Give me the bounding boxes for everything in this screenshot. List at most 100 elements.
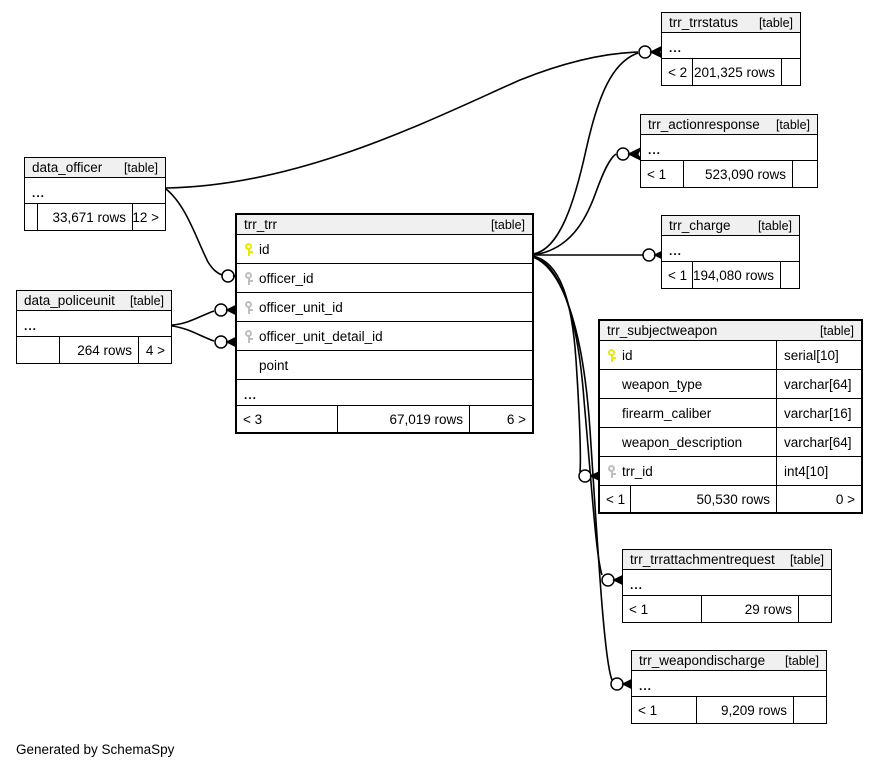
footer-parent-count: < 1 bbox=[647, 166, 667, 182]
footer-child-count: 0 > bbox=[835, 491, 855, 507]
table-header: trr_trrattachmentrequest [table] bbox=[623, 550, 831, 570]
column-row[interactable]: officer_id bbox=[237, 264, 532, 293]
column-row[interactable]: weapon_type varchar[64] bbox=[600, 370, 861, 399]
table-tag: [table] bbox=[819, 323, 854, 338]
column-name: id bbox=[259, 241, 270, 257]
column-row[interactable]: officer_unit_id bbox=[237, 293, 532, 322]
table-footer: 264 rows 4 > bbox=[17, 337, 171, 363]
table-header: trr_trrstatus [table] bbox=[662, 13, 800, 33]
column-name: id bbox=[622, 347, 633, 363]
footer-child-count bbox=[794, 697, 826, 723]
table-tag: [table] bbox=[758, 15, 793, 30]
more-columns-indicator: ... bbox=[25, 178, 165, 204]
table-tag: [table] bbox=[789, 552, 824, 567]
footer-parent-count: < 1 bbox=[638, 702, 658, 718]
column-row[interactable]: weapon_description varchar[64] bbox=[600, 428, 861, 457]
footer-row-count: 9,209 rows bbox=[696, 697, 794, 723]
table-trr_trr[interactable]: trr_trr [table] id officer_id officer_un… bbox=[235, 213, 534, 434]
table-trr_subjectweapon[interactable]: trr_subjectweapon [table] id serial[10] … bbox=[598, 319, 863, 514]
foreign-key-icon bbox=[607, 464, 616, 478]
more-columns-indicator: ... bbox=[641, 135, 817, 161]
column-type: int4[10] bbox=[776, 457, 861, 485]
table-trr_weapondischarge[interactable]: trr_weapondischarge [table] ... < 1 9,20… bbox=[631, 650, 827, 724]
footer-child-count: 12 > bbox=[133, 209, 159, 225]
table-name: trr_trrattachmentrequest bbox=[630, 552, 775, 567]
column-row[interactable]: officer_unit_detail_id bbox=[237, 322, 532, 351]
table-tag: [table] bbox=[123, 160, 158, 175]
table-header: trr_charge [table] bbox=[662, 216, 799, 236]
column-name: officer_unit_detail_id bbox=[259, 328, 383, 344]
footer-parent-count bbox=[17, 337, 59, 363]
table-name: trr_actionresponse bbox=[648, 117, 760, 132]
table-name: trr_subjectweapon bbox=[607, 323, 718, 338]
table-header: trr_actionresponse [table] bbox=[641, 115, 817, 135]
table-footer: < 1 29 rows bbox=[623, 596, 831, 622]
column-name: officer_unit_id bbox=[259, 299, 343, 315]
table-header: data_policeunit [table] bbox=[17, 291, 171, 311]
column-name: weapon_description bbox=[622, 434, 743, 450]
table-data_policeunit[interactable]: data_policeunit [table] ... 264 rows 4 > bbox=[16, 290, 172, 364]
footer-row-count: 523,090 rows bbox=[683, 161, 793, 187]
foreign-key-icon bbox=[244, 329, 253, 343]
table-footer: < 1 9,209 rows bbox=[632, 697, 826, 723]
column-name: firearm_caliber bbox=[622, 405, 712, 421]
column-row[interactable]: point bbox=[237, 351, 532, 380]
table-tag: [table] bbox=[775, 117, 810, 132]
footer-parent-count: < 1 bbox=[668, 267, 688, 283]
column-type: varchar[64] bbox=[776, 428, 861, 456]
more-columns-indicator: ... bbox=[632, 671, 826, 697]
primary-key-icon bbox=[607, 348, 616, 362]
column-name: trr_id bbox=[622, 463, 653, 479]
table-trr_trrattachmentrequest[interactable]: trr_trrattachmentrequest [table] ... < 1… bbox=[622, 549, 832, 623]
table-tag: [table] bbox=[129, 293, 164, 308]
table-header: data_officer [table] bbox=[25, 158, 165, 178]
column-type: varchar[64] bbox=[776, 370, 861, 398]
table-trr_trrstatus[interactable]: trr_trrstatus [table] ... < 2 201,325 ro… bbox=[661, 12, 801, 86]
footer-child-count bbox=[782, 59, 800, 85]
footer-row-count: 67,019 rows bbox=[337, 406, 470, 432]
column-name: point bbox=[259, 357, 289, 373]
footer-child-count bbox=[799, 596, 831, 622]
footer-parent-count: < 2 bbox=[668, 64, 688, 80]
footer-child-count bbox=[781, 262, 799, 288]
more-columns-indicator: ... bbox=[237, 380, 532, 406]
table-name: trr_weapondischarge bbox=[639, 653, 766, 668]
table-name: data_officer bbox=[32, 160, 103, 175]
footer-parent-count bbox=[25, 204, 37, 230]
footer-row-count: 201,325 rows bbox=[692, 59, 782, 85]
footer-parent-count: < 1 bbox=[629, 601, 649, 617]
column-row[interactable]: id serial[10] bbox=[600, 341, 861, 370]
footer-row-count: 194,080 rows bbox=[692, 262, 781, 288]
table-footer: < 1 523,090 rows bbox=[641, 161, 817, 187]
footer-parent-count: < 3 bbox=[243, 411, 263, 427]
table-footer: < 3 67,019 rows 6 > bbox=[237, 406, 532, 432]
column-row[interactable]: firearm_caliber varchar[16] bbox=[600, 399, 861, 428]
column-name: weapon_type bbox=[622, 376, 703, 392]
more-columns-indicator: ... bbox=[17, 311, 171, 337]
footer-child-count: 6 > bbox=[506, 411, 526, 427]
footer-child-count: 4 > bbox=[145, 342, 165, 358]
table-footer: < 1 194,080 rows bbox=[662, 262, 799, 288]
table-name: trr_charge bbox=[669, 218, 731, 233]
more-columns-indicator: ... bbox=[623, 570, 831, 596]
column-row[interactable]: trr_id int4[10] bbox=[600, 457, 861, 486]
table-trr_charge[interactable]: trr_charge [table] ... < 1 194,080 rows bbox=[661, 215, 800, 289]
table-header: trr_weapondischarge [table] bbox=[632, 651, 826, 671]
table-tag: [table] bbox=[490, 217, 525, 232]
footer-row-count: 29 rows bbox=[701, 596, 799, 622]
column-name: officer_id bbox=[259, 270, 314, 286]
footer-child-count bbox=[793, 161, 817, 187]
column-type: serial[10] bbox=[776, 341, 861, 369]
table-data_officer[interactable]: data_officer [table] ... 33,671 rows 12 … bbox=[24, 157, 166, 231]
table-tag: [table] bbox=[757, 218, 792, 233]
column-row[interactable]: id bbox=[237, 235, 532, 264]
table-footer: 33,671 rows 12 > bbox=[25, 204, 165, 230]
more-columns-indicator: ... bbox=[662, 33, 800, 59]
table-tag: [table] bbox=[784, 653, 819, 668]
table-name: trr_trrstatus bbox=[669, 15, 739, 30]
primary-key-icon bbox=[244, 242, 253, 256]
generated-by-caption: Generated by SchemaSpy bbox=[16, 742, 175, 757]
foreign-key-icon bbox=[244, 271, 253, 285]
column-type: varchar[16] bbox=[776, 399, 861, 427]
table-trr_actionresponse[interactable]: trr_actionresponse [table] ... < 1 523,0… bbox=[640, 114, 818, 188]
